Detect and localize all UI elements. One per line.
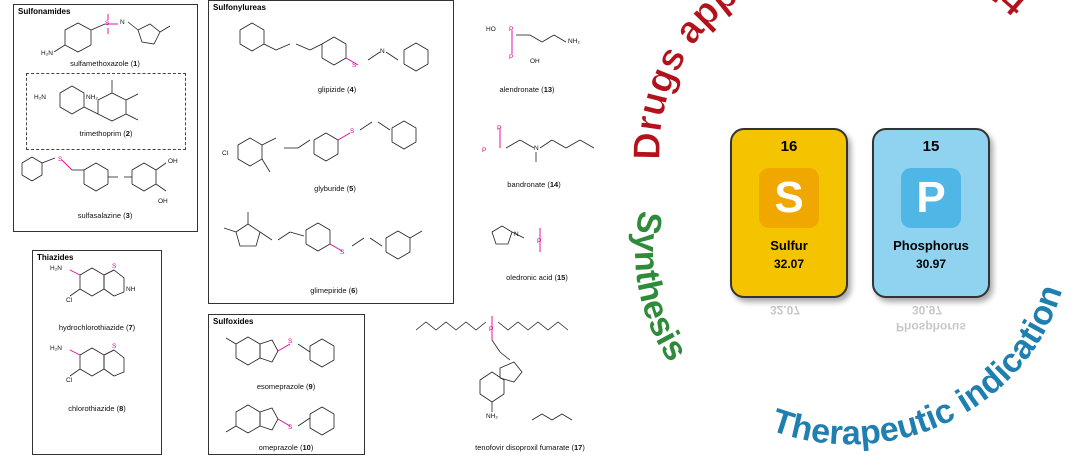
label-oledronic-acid: oledronic acid (15) — [506, 273, 568, 282]
atom-p-14: P — [497, 125, 502, 132]
structures-svg — [21, 14, 595, 436]
esomeprazole-structure — [225, 336, 335, 368]
sulfur-name: Sulfur — [770, 238, 808, 253]
phosphorus-mass: 30.97 — [915, 257, 947, 271]
label-esomeprazole: esomeprazole (9) — [256, 382, 316, 391]
sulfur-mass: 32.07 — [773, 257, 805, 271]
bandronate-structure — [499, 128, 595, 162]
omeprazole-structure — [225, 404, 335, 436]
sulfoxides-box: Sulfoxides — [208, 314, 365, 455]
sulfasalazine-structure — [21, 156, 167, 192]
phosphorus-number: 15 — [922, 138, 940, 155]
arc-left-text: Synthesis — [627, 209, 695, 368]
atom-p-13: P — [509, 26, 514, 33]
atom-s-4: S — [352, 62, 357, 69]
label-glyburide: glyburide (5) — [314, 184, 356, 193]
oledronic-acid-structure — [491, 225, 541, 252]
atom-oh-3b: OH — [158, 198, 168, 205]
atom-s-6: S — [340, 249, 345, 256]
label-bandronate: bandronate (14) — [507, 180, 561, 189]
glyburide-structure — [237, 120, 417, 173]
atom-h2n-1: H₂N — [41, 50, 53, 57]
sulfur-tile: 16 S Sulfur 32.07 — [730, 128, 848, 298]
atom-p-13b: P — [509, 54, 514, 61]
atom-oh-3: OH — [168, 158, 178, 165]
atom-cl-5: Cl — [222, 150, 229, 157]
atom-s-10: S — [288, 424, 293, 431]
label-omeprazole: omeprazole (10) — [258, 443, 314, 452]
atom-p-15: P — [537, 238, 542, 245]
sulfonamides-title: Sulfonamides — [18, 7, 71, 16]
chlorothiazide-structure — [69, 347, 125, 377]
atom-nh2-17: NH₂ — [486, 413, 498, 420]
label-alendronate: alendronate (13) — [499, 85, 555, 94]
trimethoprim-structure — [59, 80, 139, 122]
label-glimepiride: glimepiride (6) — [310, 286, 358, 295]
atom-p-17: P — [489, 326, 494, 333]
atom-nh2-2: NH₂ — [86, 94, 98, 101]
atom-h2n-2: H₂N — [34, 94, 46, 101]
label-sulfamethoxazole: sulfamethoxazole (1) — [70, 59, 140, 68]
atom-h2n-8: H₂N — [50, 345, 62, 352]
atom-n-4: N — [380, 48, 385, 55]
element-graphic: Drugs approved 2020-2024 Synthesis Thera… — [620, 0, 1080, 458]
label-sulfasalazine: sulfasalazine (3) — [77, 211, 133, 220]
atom-s-5: S — [350, 128, 355, 135]
atom-s-1: S — [105, 20, 110, 27]
label-chlorothiazide: chlorothiazide (8) — [68, 404, 126, 413]
phosphorus-mass-reflection: 30.97 — [912, 303, 943, 317]
label-hydrochlorothiazide: hydrochlorothiazide (7) — [58, 323, 136, 332]
atom-h2n-7: H₂N — [50, 265, 62, 272]
sulfonylureas-box: Sulfonylureas — [208, 0, 454, 304]
glimepiride-structure — [223, 212, 423, 260]
sulfur-number: 16 — [780, 138, 798, 155]
atom-s-8: S — [112, 343, 117, 350]
arc-text-svg: Drugs approved 2020-2024 Synthesis Thera… — [626, 0, 1070, 452]
label-tenofovir: tenofovir disoproxil fumarate (17) — [475, 443, 585, 452]
atom-cl-7: Cl — [66, 297, 73, 304]
phosphorus-name: Phosphorus — [893, 238, 969, 253]
atom-s-9: S — [288, 338, 293, 345]
atom-oh-13: OH — [530, 58, 540, 65]
atom-n-14: N — [534, 145, 539, 152]
sulfonylureas-title: Sulfonylureas — [213, 3, 266, 12]
alendronate-structure — [511, 30, 567, 54]
phosphorus-symbol: P — [901, 168, 961, 228]
sulfoxides-title: Sulfoxides — [213, 317, 254, 326]
atom-cl-8: Cl — [66, 377, 73, 384]
thiazides-box: Thiazides — [32, 250, 162, 455]
atom-nh2-13: NH₂ — [568, 38, 580, 45]
phosphorus-name-reflection: Phosphorus — [896, 320, 967, 334]
atom-n-15: N — [514, 231, 519, 238]
sulfamethoxazole-structure — [53, 14, 171, 53]
phosphorus-tile: 15 P Phosphorus 30.97 — [872, 128, 990, 298]
tenofovir-structure — [415, 316, 573, 421]
atom-n-1: N — [120, 19, 125, 26]
hydrochlorothiazide-structure — [69, 267, 125, 297]
atom-ho-13: HO — [486, 26, 496, 33]
atom-nh-7: NH — [126, 286, 136, 293]
atom-p-14b: P — [482, 147, 487, 154]
sulfur-mass-reflection: 32.07 — [770, 303, 801, 317]
trimethoprim-dashed-box — [26, 73, 186, 150]
label-glipizide: glipizide (4) — [317, 85, 357, 94]
atom-s-7: S — [112, 263, 117, 270]
atom-s-3: S — [58, 156, 63, 163]
glipizide-structure — [239, 22, 429, 72]
sulfur-symbol: S — [759, 168, 819, 228]
label-trimethoprim: trimethoprim (2) — [79, 129, 133, 138]
thiazides-title: Thiazides — [37, 253, 74, 262]
